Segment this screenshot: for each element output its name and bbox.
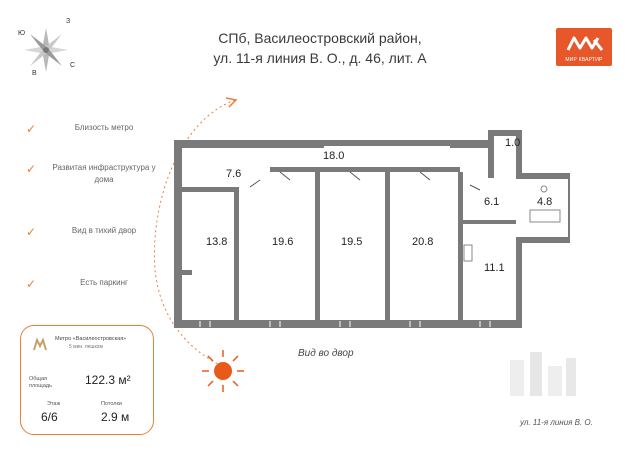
check-icon: ✓ xyxy=(26,225,37,239)
address-title: СПб, Василеостровский район, ул. 11-я ли… xyxy=(190,28,450,68)
area-label: Общая площадь xyxy=(29,376,52,389)
floor-value: 6/6 xyxy=(41,410,58,424)
room-area-hall: 18.0 xyxy=(323,150,345,162)
feature-label: Вид в тихий двор xyxy=(71,226,137,235)
sun-icon xyxy=(202,350,244,392)
compass-label-n: З xyxy=(66,18,71,25)
feature-label: Есть паркинг xyxy=(80,278,128,287)
moon-icon xyxy=(321,88,330,106)
street-caption: ул. 11-я линия В. О. xyxy=(520,418,593,427)
compass-rose: З Ю С В xyxy=(16,18,76,80)
area-value: 122.3 м² xyxy=(85,373,131,387)
address-line-1: СПб, Василеостровский район, xyxy=(218,30,422,46)
compass-label-e: С xyxy=(70,62,76,69)
room-area-wc: 1.0 xyxy=(505,137,521,149)
info-card: Метро «Василеостровская» 5 мин. пешком О… xyxy=(20,325,154,435)
room-area-1: 13.8 xyxy=(206,236,228,248)
logo-mark-icon xyxy=(566,36,604,51)
metro-icon xyxy=(33,337,47,351)
brand-logo[interactable]: МИР КВАРТИР xyxy=(556,28,612,66)
check-icon: ✓ xyxy=(26,162,37,176)
watermark-graphic xyxy=(510,352,576,396)
feature-label: Развитая инфраструктура у дома xyxy=(52,163,156,184)
room-area-3: 19.5 xyxy=(341,236,363,248)
room-area-lobby: 6.1 xyxy=(484,196,500,208)
check-icon: ✓ xyxy=(26,122,37,136)
room-area-2: 19.6 xyxy=(272,236,294,248)
room-area-corridor: 7.6 xyxy=(226,168,242,180)
feature-label: Близость метро xyxy=(74,123,134,132)
metro-time: 5 мин. пешком xyxy=(69,344,103,350)
room-area-4: 20.8 xyxy=(412,236,434,248)
metro-name: Метро «Василеостровская» xyxy=(55,336,127,342)
sun-path xyxy=(153,97,238,366)
compass-icon xyxy=(24,28,68,72)
check-icon: ✓ xyxy=(26,277,37,291)
address-line-2: ул. 11-я линия В. О., д. 46, лит. А xyxy=(213,50,427,66)
floor-label: Этаж xyxy=(47,401,61,407)
compass-label-w: Ю xyxy=(18,30,26,37)
logo-text: МИР КВАРТИР xyxy=(565,57,603,63)
ceiling-value: 2.9 м xyxy=(101,410,130,424)
yard-view-caption: Вид во двор xyxy=(298,348,354,359)
compass-label-s: В xyxy=(32,70,37,77)
ceiling-label: Потолки xyxy=(101,401,122,407)
room-area-kitchen: 11.1 xyxy=(484,262,505,274)
floor-plan xyxy=(174,130,570,328)
room-area-bathroom: 4.8 xyxy=(537,196,553,208)
